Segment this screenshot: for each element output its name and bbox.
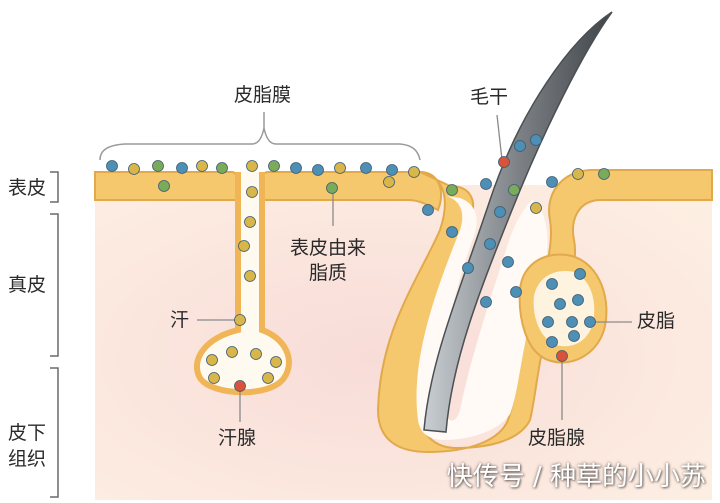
lipid-dot [572,168,584,180]
lipid-dot [334,162,346,174]
lipid-dot [290,162,302,174]
lipid-dot [386,164,398,176]
lipid-dot [480,178,492,190]
label-sebaceous-gland: 皮脂腺 [528,427,586,449]
label-epidermal-lipids-line2: 脂质 [309,262,348,284]
lipid-dot [106,160,118,172]
lipid-dot [484,238,496,250]
lipid-dot [326,182,338,194]
lipid-dot [498,156,510,168]
lipid-dot [422,204,434,216]
lipid-dot [584,316,596,328]
lipid-dot [546,278,558,290]
lipid-dot [128,163,140,175]
layer-label-subcutaneous-line2: 组织 [8,448,47,470]
layer-brackets [50,171,59,498]
lipid-dot [158,180,170,192]
lipid-dot [234,380,246,392]
lipid-dot [360,162,372,174]
lipid-dot [446,184,458,196]
lipid-dot [250,348,262,360]
label-sebum: 皮脂 [637,310,676,332]
lipid-dot [480,296,492,308]
label-epidermal-lipids: 表皮由来 脂质 [290,236,366,286]
layer-label-epidermis: 表皮 [8,177,47,199]
watermark: 快传号 / 种草的小小苏 [446,462,706,492]
lipid-dot [502,256,514,268]
lipid-dot [206,354,218,366]
lipid-dot [238,240,250,252]
lipid-dot [234,314,246,326]
lipid-dot [246,160,258,172]
follicle-inner [416,196,548,440]
label-hair-shaft: 毛干 [470,86,509,108]
lipid-dot [530,134,542,146]
lipid-dot [554,298,566,310]
lipid-dot [598,168,610,180]
lipid-dot [508,184,520,196]
lipid-dot [383,176,395,188]
lipid-dot [542,316,554,328]
lipid-dot [462,262,474,274]
lipid-dot [312,164,324,176]
lipid-dot [176,162,188,174]
layer-label-subcutaneous-line1: 皮下 [8,422,47,444]
lipid-dot [574,268,586,280]
sebum-film-bracket [99,127,421,161]
lipid-dot [262,372,274,384]
lipid-dot [568,330,580,342]
lipid-dot [270,356,282,368]
lipid-dot [546,176,558,188]
lipid-dot [530,202,542,214]
layer-label-subcutaneous: 皮下 组织 [8,420,46,472]
lipid-dot [408,166,420,178]
lipid-dot [446,226,458,238]
lipid-dot [152,160,164,172]
lipid-dot [216,162,228,174]
lipid-dot [510,286,522,298]
lipid-dot [196,160,208,172]
lipid-dot [208,372,220,384]
layer-label-dermis: 真皮 [8,274,47,296]
lipid-dot [244,216,256,228]
label-sweat-gland: 汗腺 [218,427,257,449]
lipid-dot [546,336,558,348]
lipid-dot [514,140,526,152]
lipid-dots [106,134,610,392]
lipid-dot [494,206,506,218]
lipid-dot [556,350,568,362]
lipid-dot [268,160,280,172]
lipid-dot [246,186,258,198]
label-sweat: 汗 [170,309,190,331]
lipid-dot [226,346,238,358]
label-epidermal-lipids-line1: 表皮由来 [290,237,367,259]
leader-lines [197,112,632,422]
label-sebum-film: 皮脂膜 [234,84,292,106]
sweat-duct [193,172,292,396]
lipid-dot [244,270,256,282]
lipid-dot [566,316,578,328]
lipid-dot [572,294,584,306]
hair-shaft [423,11,613,433]
